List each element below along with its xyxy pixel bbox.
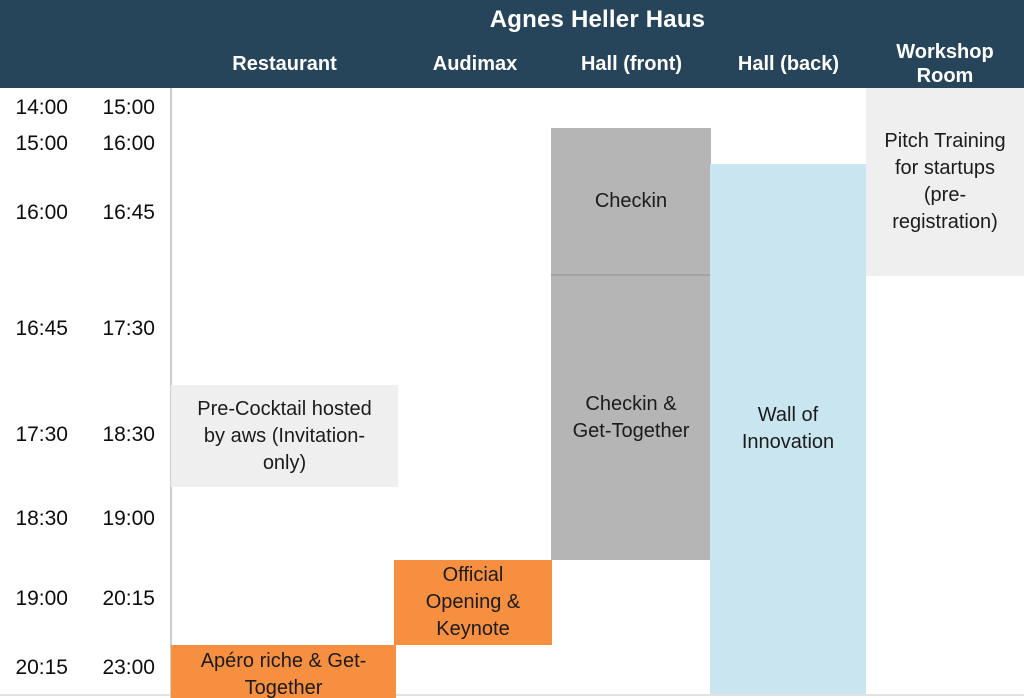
event-checkin: Checkin (551, 128, 711, 276)
event-official-opening-keynote: Official Opening & Keynote (394, 560, 552, 645)
time-start-label: 16:00 (15, 201, 68, 224)
time-row: 16:45 17:30 (0, 317, 160, 345)
time-start-label: 19:00 (15, 587, 68, 610)
time-start-label: 18:30 (15, 507, 68, 530)
time-row: 15:00 16:00 (0, 132, 160, 160)
time-end-label: 16:00 (102, 132, 155, 155)
time-end-label: 15:00 (102, 96, 155, 119)
event-wall-of-innovation: Wall of Innovation (710, 164, 866, 694)
time-start-label: 20:15 (15, 656, 68, 679)
event-pre-cocktail: Pre-Cocktail hosted by aws (Invitation- … (171, 385, 398, 487)
event-apero-riche-get-together: Apéro riche & Get- Together (171, 645, 396, 698)
time-end-label: 16:45 (102, 201, 155, 224)
time-row: 18:30 19:00 (0, 507, 160, 535)
time-row: 14:00 15:00 (0, 96, 160, 124)
page-title: Agnes Heller Haus (489, 6, 706, 33)
header-bar (0, 0, 1024, 88)
time-start-label: 15:00 (15, 132, 68, 155)
time-end-label: 17:30 (102, 317, 155, 340)
event-checkin-get-together: Checkin & Get-Together (551, 276, 711, 560)
column-header-workshop-room: Workshop Room (896, 41, 994, 87)
column-header-restaurant: Restaurant (232, 53, 337, 75)
column-header-hall-back: Hall (back) (737, 53, 840, 75)
bottom-row-divider (0, 694, 1024, 696)
time-row: 19:00 20:15 (0, 587, 160, 615)
time-end-label: 20:15 (102, 587, 155, 610)
time-end-label: 23:00 (102, 656, 155, 679)
event-pitch-training: Pitch Training for startups (pre- regist… (866, 88, 1024, 276)
time-start-label: 17:30 (15, 423, 68, 446)
time-start-label: 16:45 (15, 317, 68, 340)
time-row: 20:15 23:00 (0, 656, 160, 684)
column-header-hall-front: Hall (front) (580, 53, 683, 75)
time-row: 17:30 18:30 (0, 423, 160, 451)
time-row: 16:00 16:45 (0, 201, 160, 229)
time-end-label: 19:00 (102, 507, 155, 530)
time-start-label: 14:00 (15, 96, 68, 119)
column-header-audimax: Audimax (432, 53, 518, 75)
time-end-label: 18:30 (102, 423, 155, 446)
